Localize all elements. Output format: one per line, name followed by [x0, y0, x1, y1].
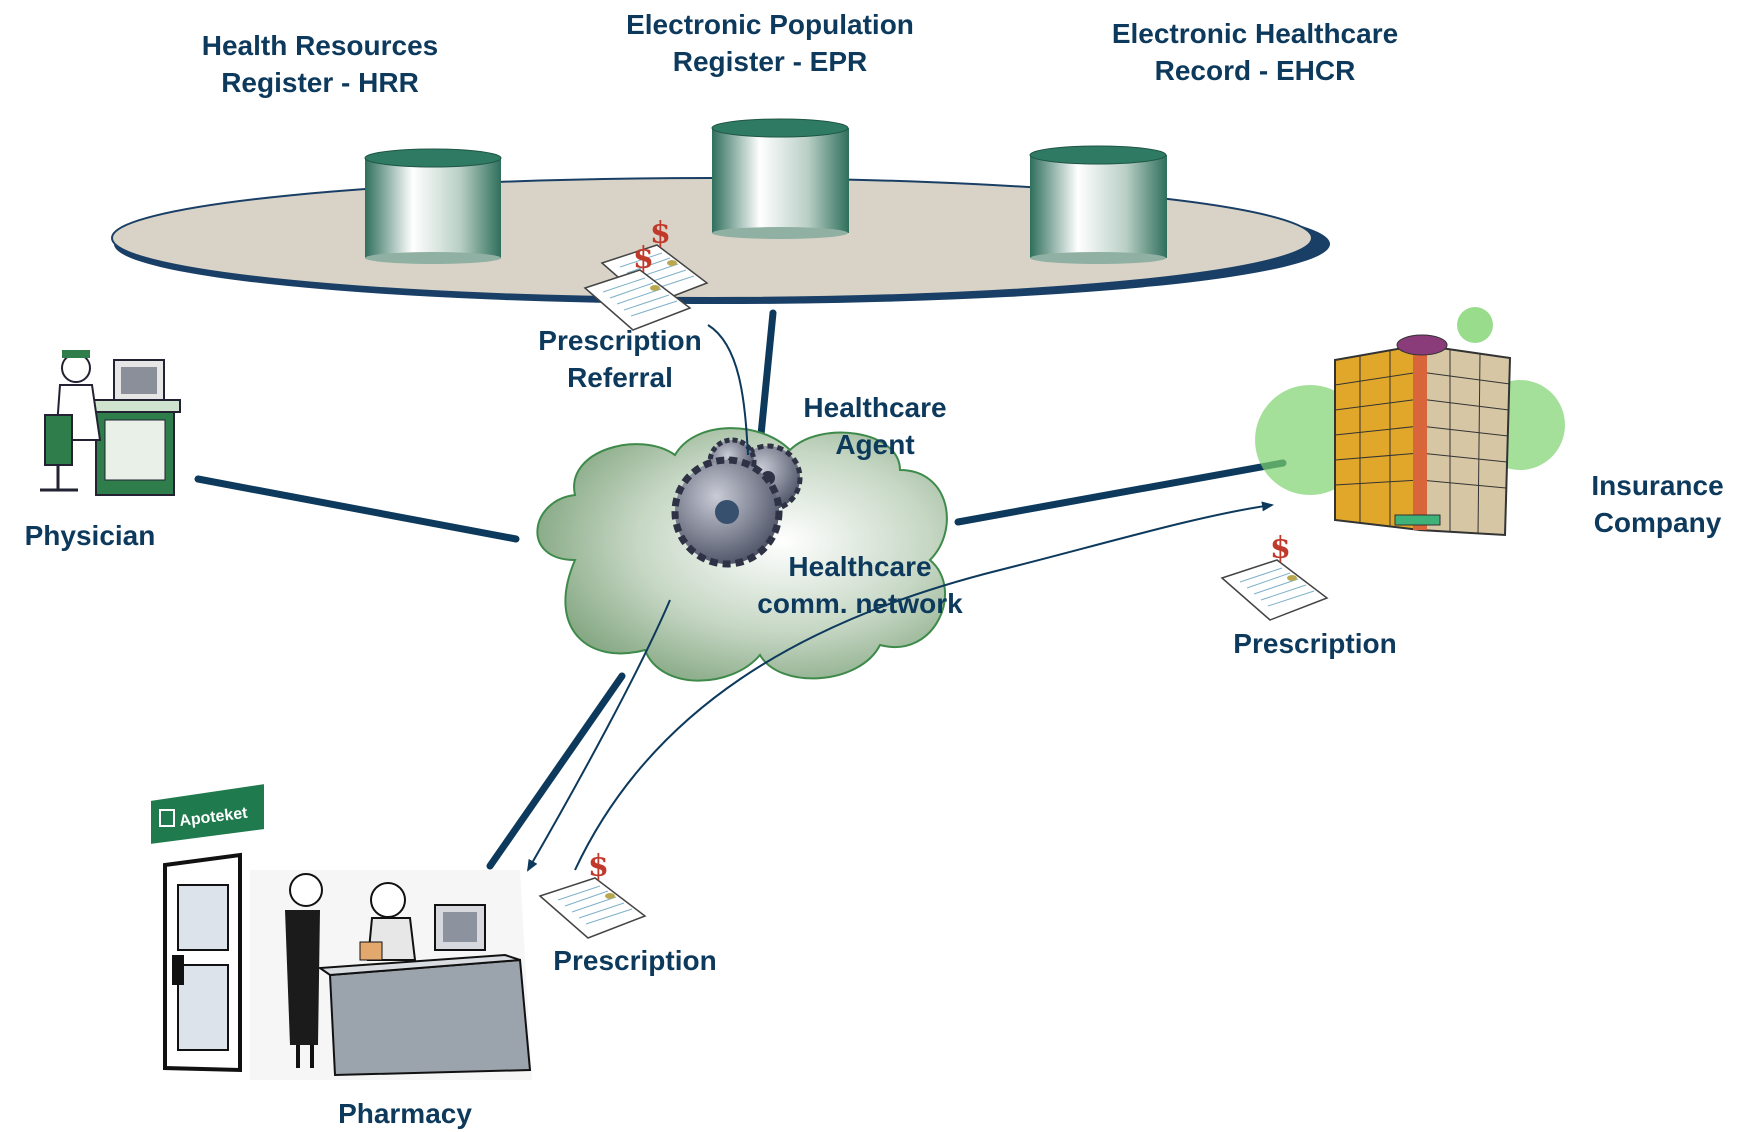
healthcare-network-line1: Healthcare: [788, 551, 932, 582]
link-hub-pharmacy: [486, 672, 626, 870]
pharmacy-prescription-text: Prescription: [553, 945, 717, 976]
prescription-referral-line2: Referral: [567, 362, 673, 393]
ehcr-label-line2: Record - EHCR: [1154, 55, 1356, 86]
physician-label: Physician: [10, 517, 170, 554]
healthcare-agent-line2: Agent: [835, 429, 915, 460]
healthcare-network-line2: comm. network: [757, 588, 963, 619]
flow-hub-to-pharmacy: [526, 599, 671, 872]
healthcare-network-label: Healthcare comm. network: [700, 548, 1020, 622]
pharmacy-prescription-document-icon: [539, 848, 646, 939]
insurance-prescription-label: Prescription: [1210, 625, 1420, 662]
insurance-prescription-document-icon: [1221, 530, 1328, 621]
hrr-label: Health Resources Register - HRR: [180, 27, 460, 101]
insurance-label-line1: Insurance: [1591, 470, 1724, 501]
healthcare-agent-line1: Healthcare: [803, 392, 947, 423]
insurance-prescription-text: Prescription: [1233, 628, 1397, 659]
ehcr-label: Electronic Healthcare Record - EHCR: [1090, 15, 1420, 89]
prescription-referral-line1: Prescription: [538, 325, 702, 356]
pharmacy-label: Pharmacy: [310, 1095, 500, 1132]
insurance-label-line2: Company: [1593, 507, 1722, 538]
pharmacy-prescription-label: Prescription: [530, 942, 740, 979]
epr-label: Electronic Population Register - EPR: [600, 6, 940, 80]
network-links: [194, 309, 1287, 870]
flow-pharmacy-to-insurance: [574, 501, 1274, 871]
apoteket-sign: Apoteket: [149, 781, 266, 847]
epr-database-icon: [711, 118, 849, 239]
insurance-company-label: Insurance Company: [1570, 467, 1745, 541]
hrr-label-line2: Register - HRR: [221, 67, 419, 98]
hrr-database-icon: [364, 148, 502, 264]
insurance-building-illustration: [1255, 307, 1565, 537]
pharmacy-label-text: Pharmacy: [338, 1098, 472, 1129]
epr-label-line1: Electronic Population: [626, 9, 914, 40]
link-platform-hub: [756, 309, 777, 449]
prescription-referral-label: Prescription Referral: [515, 322, 725, 396]
flow-referral-to-hub: [707, 324, 749, 456]
ehcr-database-icon: [1029, 145, 1167, 264]
link-physician-hub: [194, 475, 520, 543]
healthcare-agent-label: Healthcare Agent: [780, 389, 970, 463]
hrr-label-line1: Health Resources: [201, 30, 439, 61]
epr-label-line2: Register - EPR: [672, 46, 868, 77]
document-flows: [526, 324, 1274, 872]
physician-illustration: [40, 350, 181, 496]
pharmacy-illustration: Apoteket: [149, 781, 532, 1080]
healthcare-agent-gears-icon: [671, 437, 803, 568]
physician-label-text: Physician: [24, 520, 156, 551]
ehcr-label-line1: Electronic Healthcare: [1111, 18, 1399, 49]
link-insurance-hub: [954, 459, 1287, 526]
